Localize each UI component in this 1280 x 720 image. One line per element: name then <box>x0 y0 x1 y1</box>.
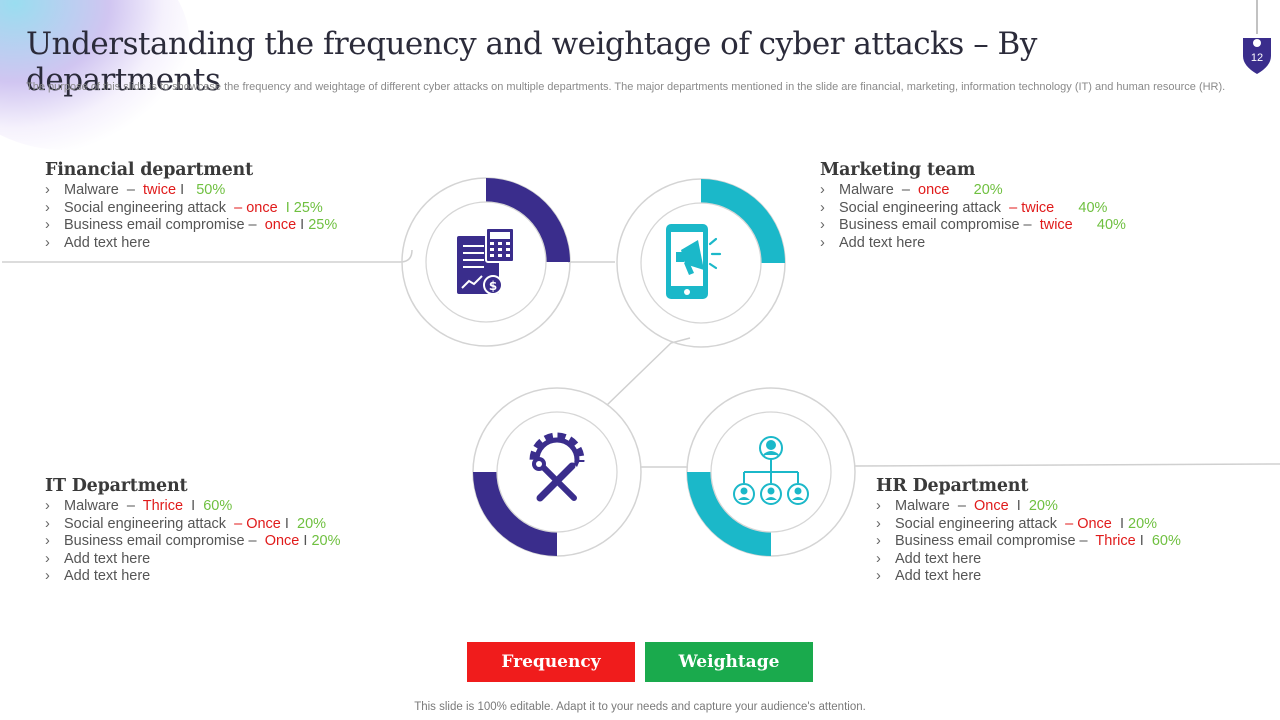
org-chart-icon <box>733 436 809 505</box>
hr-department-title: HR Department <box>876 476 1029 496</box>
financial-item-add-text: ›Add text here <box>45 234 151 251</box>
it-item-malware: ›Malware – Thrice I 60% <box>45 498 233 514</box>
finance-calculator-icon: $ <box>457 227 515 295</box>
gear-tools-icon <box>521 432 593 502</box>
weightage-legend-button: Weightage <box>645 642 813 682</box>
financial-item-business-email: ›Business email compromise – once I 25% <box>45 217 338 234</box>
hr-item-malware: ›Malware – Once I 20% <box>876 498 1058 514</box>
it-department-block: IT Department ›Malware – Thrice I 60% ›S… <box>45 476 340 586</box>
slide-footer: This slide is 100% editable. Adapt it to… <box>414 701 866 713</box>
it-item-business-email: ›Business email compromise – Once I 20% <box>45 533 341 550</box>
shield-icon <box>1253 39 1261 47</box>
it-department-title: IT Department <box>45 476 188 496</box>
hr-item-add-text-1: ›Add text here <box>876 550 982 567</box>
slide-subtitle: The purpose of this slide is to showcase… <box>26 81 1226 93</box>
financial-item-social-engineering: ›Social engineering attack – once I 25% <box>45 199 323 216</box>
it-weightage-arc <box>473 472 557 556</box>
marketing-team-title: Marketing team <box>820 160 976 180</box>
financial-weightage-arc <box>486 178 570 262</box>
marketing-team-block: Marketing team ›Malware – once 20% ›Soci… <box>820 160 1126 252</box>
hr-item-business-email: ›Business email compromise – Thrice I 60… <box>876 533 1181 550</box>
marketing-item-social-engineering: ›Social engineering attack – twice 40% <box>820 199 1108 216</box>
marketing-item-business-email: ›Business email compromise – twice 40% <box>820 217 1126 234</box>
financial-department-title: Financial department <box>45 160 253 180</box>
hr-department-block: HR Department ›Malware – Once I 20% ›Soc… <box>876 476 1181 586</box>
financial-department-block: Financial department ›Malware – twice I … <box>45 160 337 252</box>
hr-weightage-arc <box>687 472 771 556</box>
financial-item-malware: ›Malware – twice I 50% <box>45 182 226 198</box>
page-number-badge: 12 <box>1243 0 1271 74</box>
page-number: 12 <box>1251 52 1263 64</box>
it-item-social-engineering: ›Social engineering attack – Once I 20% <box>45 515 327 532</box>
svg-text:$: $ <box>489 279 497 293</box>
frequency-legend-button: Frequency <box>467 642 635 682</box>
slide-title: Understanding the frequency and weightag… <box>26 26 1037 98</box>
marketing-item-malware: ›Malware – once 20% <box>820 182 1003 198</box>
smartphone-megaphone-icon <box>666 224 722 299</box>
marketing-weightage-arc <box>701 179 785 263</box>
hr-item-add-text-2: ›Add text here <box>876 568 982 585</box>
connector-lines <box>2 249 1280 468</box>
it-item-add-text-2: ›Add text here <box>45 568 151 585</box>
hr-item-social-engineering: ›Social engineering attack – Once I 20% <box>876 515 1158 532</box>
marketing-item-add-text: ›Add text here <box>820 234 926 251</box>
it-item-add-text-1: ›Add text here <box>45 550 151 567</box>
